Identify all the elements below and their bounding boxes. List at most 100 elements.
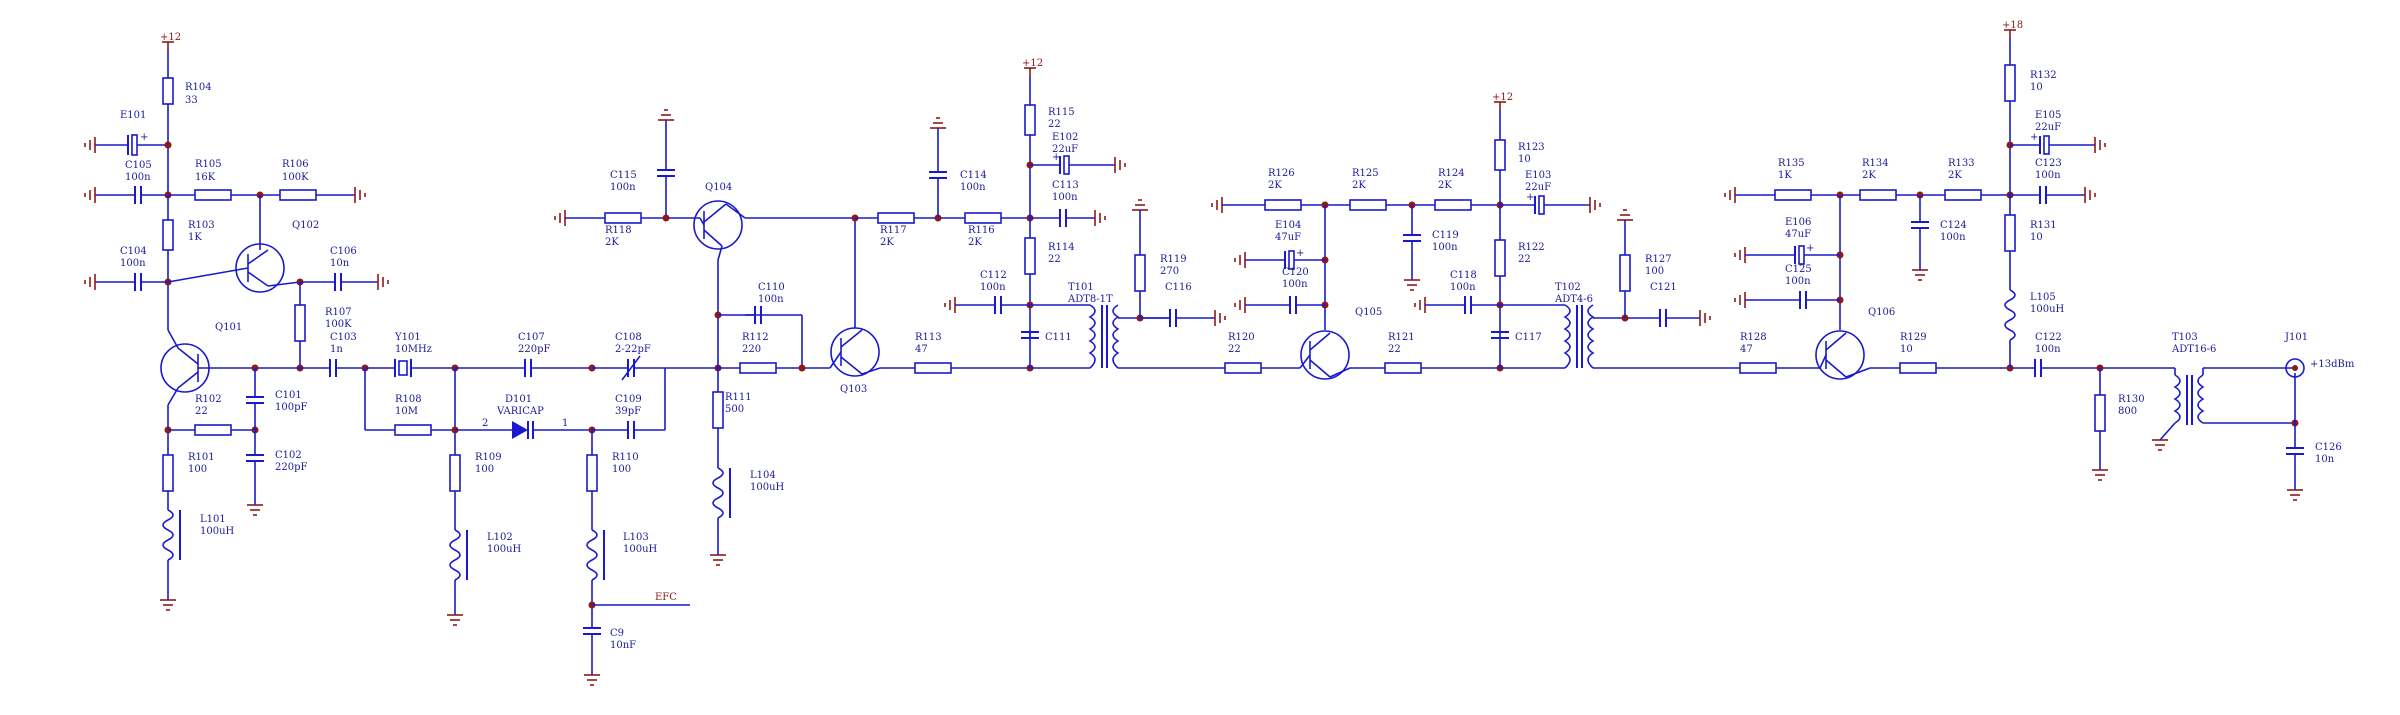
ref-label: C109	[615, 394, 642, 405]
varicap-d101	[512, 421, 528, 439]
value-label: 500	[725, 404, 744, 415]
value-label: 10MHz	[395, 344, 432, 355]
ref-label: C124	[1940, 220, 1967, 231]
resistor-r122	[1494, 239, 1506, 277]
resistor-r132	[2004, 64, 2016, 102]
rail-label: +12	[1492, 92, 1513, 103]
ref-label: R108	[395, 394, 422, 405]
value-label: 100n	[610, 182, 636, 193]
ref-label: T102	[1555, 282, 1581, 293]
ref-label: T101	[1068, 282, 1094, 293]
ref-label: R110	[612, 452, 639, 463]
ref-label: Q104	[705, 182, 732, 193]
ref-label: R103	[188, 220, 215, 231]
ref-label: R115	[1048, 107, 1075, 118]
value-label: 100n	[960, 182, 986, 193]
ref-label: R113	[915, 332, 942, 343]
ref-label: C125	[1785, 264, 1812, 275]
stage-oscillator: +12 R104 33 + E101 C105 100n R105 16K R1…	[84, 32, 389, 611]
value-label: 100uH	[2030, 304, 2065, 315]
value-label: 2K	[1352, 180, 1366, 191]
value-label: 100uH	[750, 482, 785, 493]
ref-label: C9	[610, 628, 624, 639]
resistor-r115	[1024, 104, 1036, 136]
transformer-t103	[2173, 374, 2181, 424]
value-label: 1K	[1778, 170, 1792, 181]
inductor-l101	[162, 509, 174, 561]
resistor-r127	[1619, 254, 1631, 292]
ref-label: J101	[2284, 332, 2308, 343]
ref-label: C113	[1052, 180, 1079, 191]
ref-label: R124	[1438, 168, 1465, 179]
value-label: 10n	[330, 258, 350, 269]
ref-label: L101	[200, 514, 226, 525]
ref-label: R111	[725, 392, 752, 403]
ref-label: R116	[968, 225, 995, 236]
value-label: 10	[2030, 82, 2043, 93]
transistor-q102	[235, 243, 285, 293]
value-label: 22	[1048, 254, 1061, 265]
plus-mark: +	[1526, 192, 1534, 203]
ref-label: R123	[1518, 142, 1545, 153]
value-label: 10nF	[610, 640, 636, 651]
value-label: 47uF	[1785, 229, 1811, 240]
value-label: 100n	[125, 172, 151, 183]
value-label: 270	[1160, 266, 1179, 277]
resistor-r121	[1384, 362, 1422, 374]
ref-label: L103	[623, 532, 649, 543]
value-label: 100K	[282, 172, 309, 183]
ref-label: Q102	[292, 220, 319, 231]
plus-mark: +	[1806, 243, 1814, 254]
ref-label: R129	[1900, 332, 1927, 343]
resistor-r111	[712, 391, 724, 429]
plus-mark: +	[1296, 248, 1304, 259]
rail-label: +12	[1022, 58, 1043, 69]
ref-label: C110	[758, 282, 785, 293]
value-label: 100n	[1432, 242, 1458, 253]
value-label: 47uF	[1275, 232, 1301, 243]
transistor-q105	[1300, 330, 1350, 380]
value-label: 100	[612, 464, 631, 475]
value-label: 10n	[2315, 454, 2335, 465]
ref-label: C101	[275, 390, 302, 401]
resistor-r101	[162, 454, 174, 492]
value-label: 100n	[1052, 192, 1078, 203]
ref-label: C105	[125, 160, 152, 171]
resistor-r123	[1494, 139, 1506, 171]
pin-number: 1	[562, 418, 568, 429]
ref-label: C106	[330, 246, 357, 257]
inductor-l104	[712, 467, 724, 519]
ref-label: C108	[615, 332, 642, 343]
value-label: 100pF	[275, 402, 307, 413]
ref-label: C115	[610, 170, 637, 181]
ref-label: C120	[1282, 267, 1309, 278]
ref-label: C111	[1045, 332, 1072, 343]
value-label: 2K	[605, 237, 619, 248]
ref-label: R126	[1268, 168, 1295, 179]
transformer-t101	[1088, 304, 1096, 369]
value-label: 100n	[2035, 170, 2061, 181]
value-label: 100n	[1785, 276, 1811, 287]
value-label: 2K	[880, 237, 894, 248]
value-label: 100n	[120, 258, 146, 269]
value-label: 2K	[1438, 180, 1452, 191]
ref-label: R131	[2030, 220, 2057, 231]
value-label: 2K	[1268, 180, 1282, 191]
value-label: 22uF	[1525, 182, 1551, 193]
ref-label: R106	[282, 159, 309, 170]
plus-mark: +	[2030, 132, 2038, 143]
ref-label: Q105	[1355, 307, 1382, 318]
resistor-r133	[1944, 189, 1982, 201]
stage-buffer: C115 100n R118 2K Q104 C110 100n R112 22…	[554, 109, 1034, 566]
resistor-r117	[877, 212, 915, 224]
value-label: 10	[1900, 344, 1913, 355]
value-label: 100n	[1940, 232, 1966, 243]
resistor-r126	[1264, 199, 1302, 211]
plus-mark: +	[1052, 152, 1060, 163]
ref-label: C122	[2035, 332, 2062, 343]
resistor-r128	[1739, 362, 1777, 374]
ref-label: R121	[1388, 332, 1415, 343]
resistor-r130	[2094, 394, 2106, 432]
resistor-r103	[162, 219, 174, 251]
resistor-r102	[194, 424, 232, 436]
